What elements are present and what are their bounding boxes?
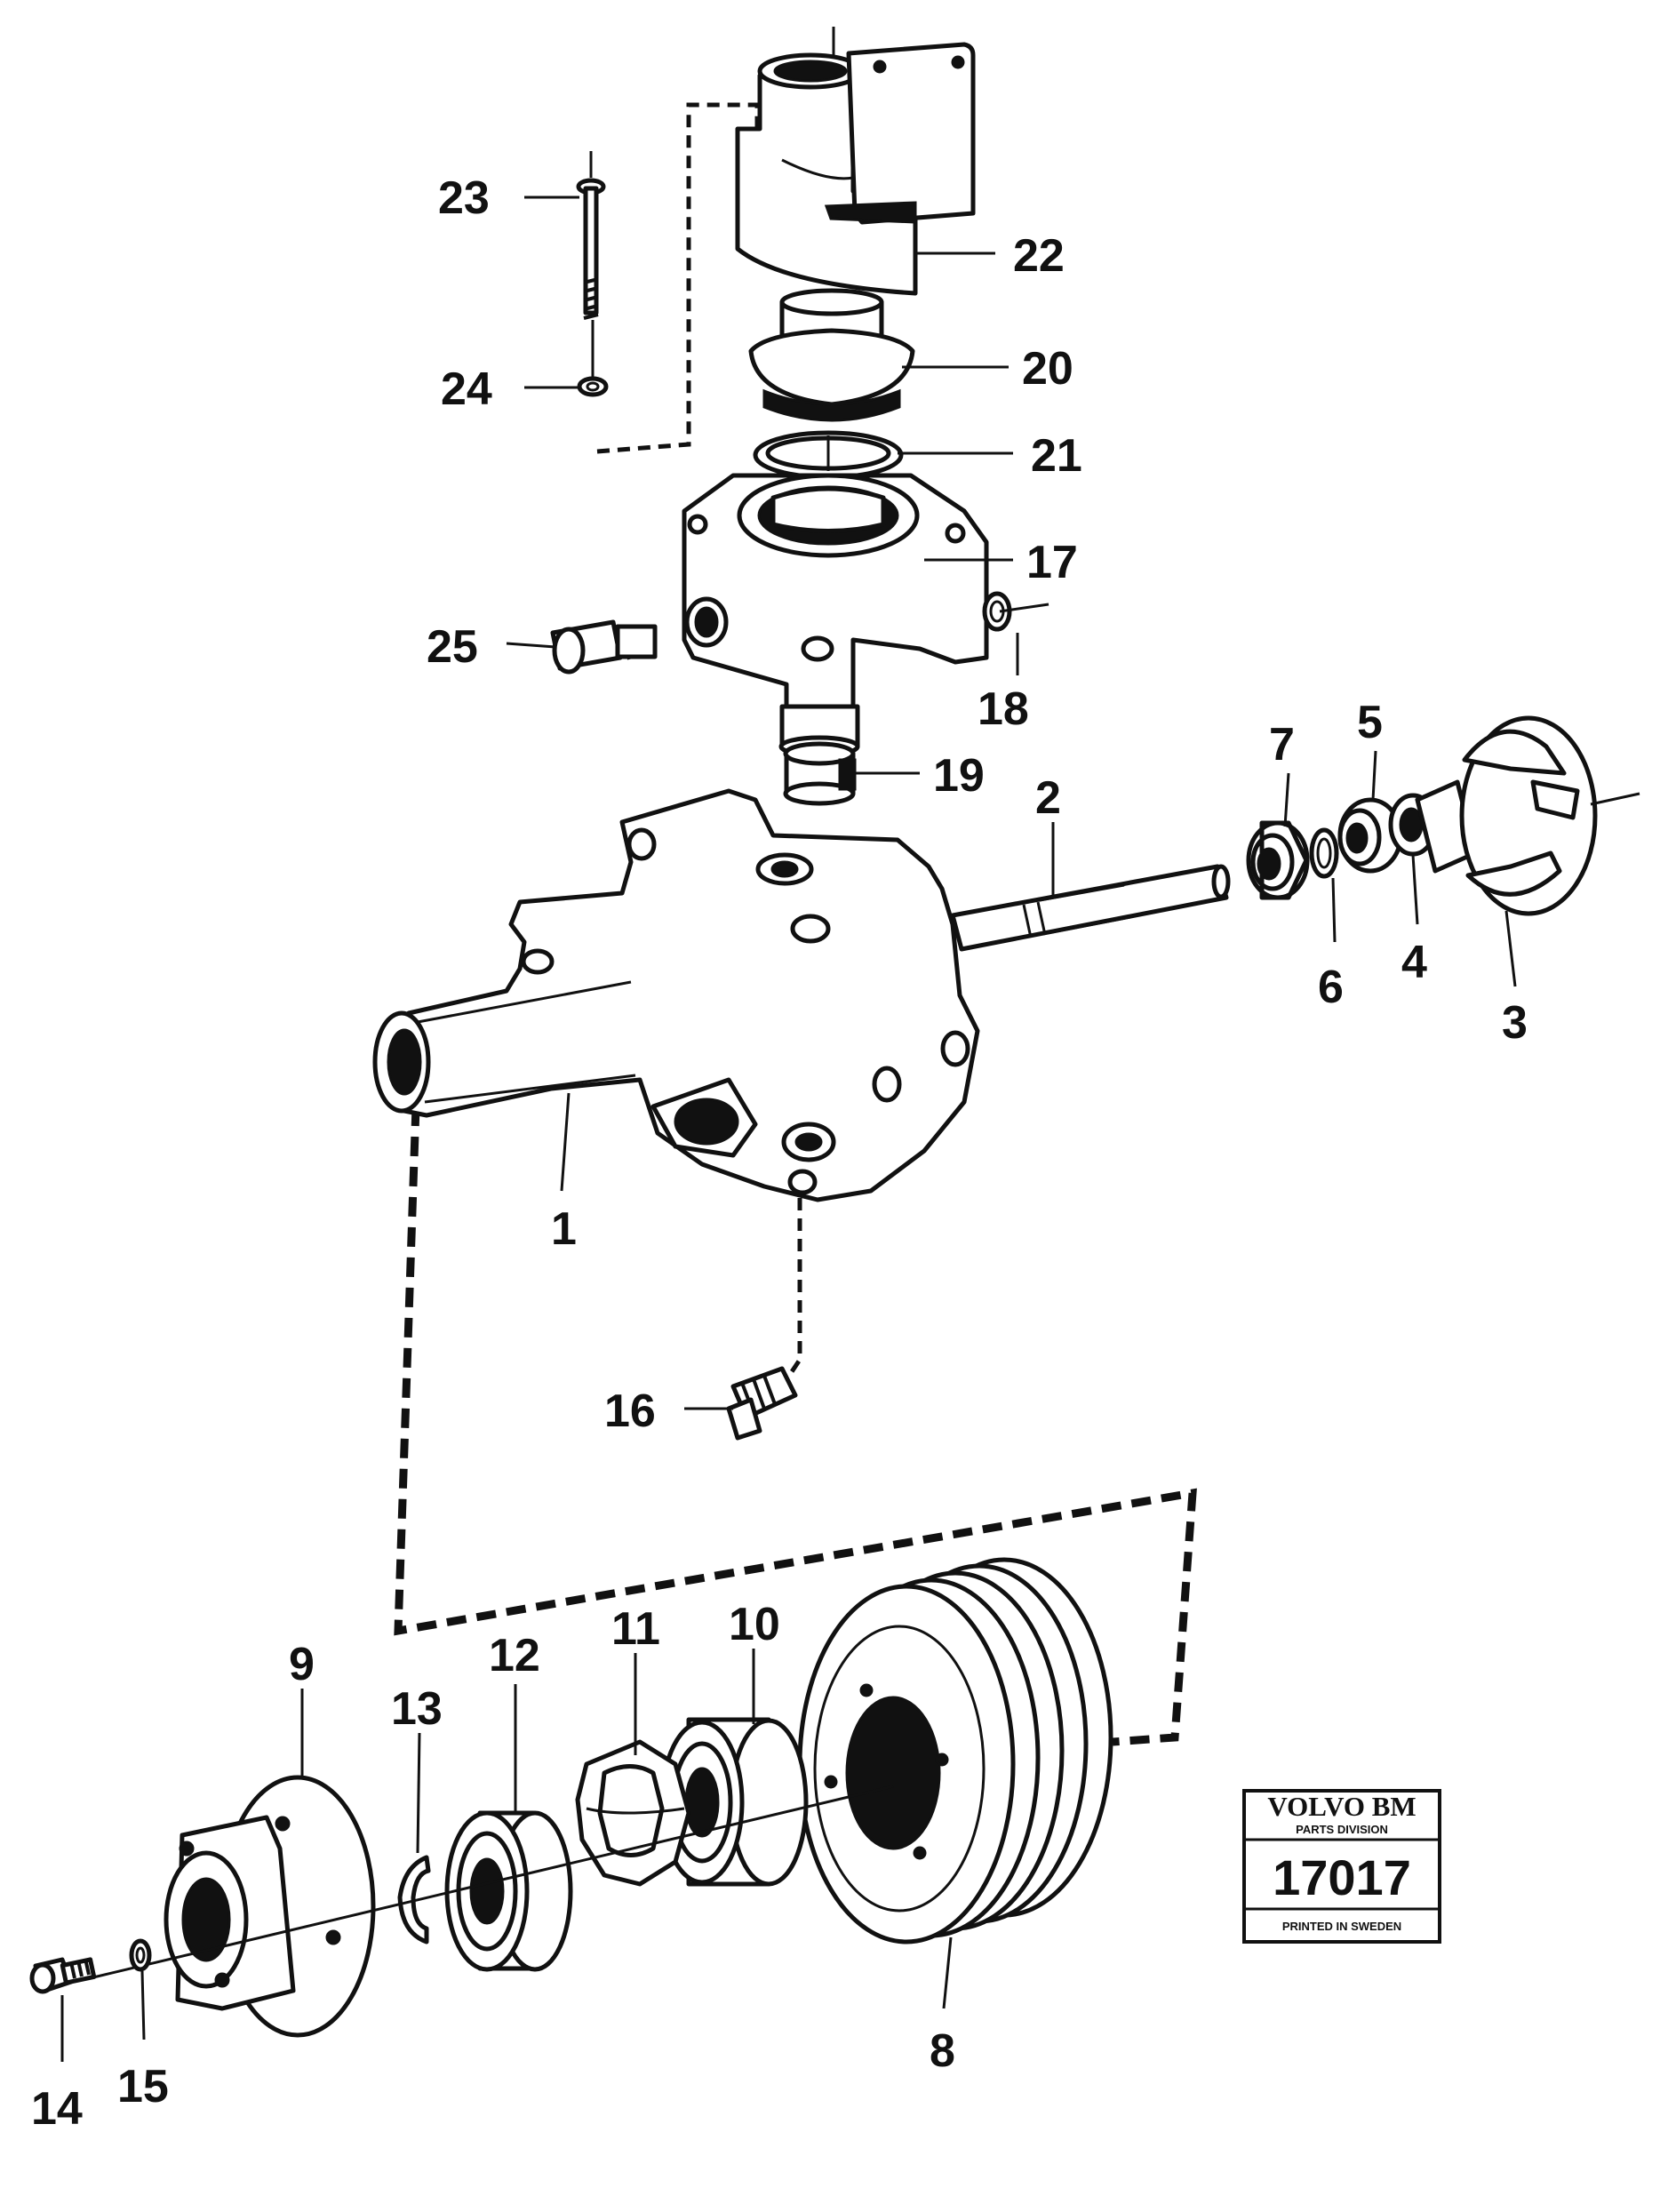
part-22-thermostat-cover <box>735 27 976 296</box>
stamp-footer: PRINTED IN SWEDEN <box>1282 1920 1401 1933</box>
callout-12: 12 <box>489 1630 540 1681</box>
dashed-connector-16-to-housing <box>762 1178 802 1393</box>
part-3-impeller <box>1415 715 1640 916</box>
callout-21: 21 <box>1031 430 1082 482</box>
part-11-spacer <box>575 1739 691 1887</box>
callout-4: 4 <box>1401 937 1427 988</box>
callout-17: 17 <box>1026 537 1078 588</box>
callout-14: 14 <box>31 2083 83 2135</box>
part-17-thermostat-housing <box>682 473 989 758</box>
part-20-thermostat <box>748 288 915 422</box>
callout-1: 1 <box>551 1203 577 1255</box>
callout-3: 3 <box>1502 997 1528 1049</box>
part-14-bolt <box>29 1957 97 1994</box>
part-13-circlip <box>397 1855 431 1944</box>
callout-13: 13 <box>391 1683 443 1735</box>
part-15-washer <box>129 1938 152 1972</box>
callout-22: 22 <box>1013 230 1065 282</box>
callout-7: 7 <box>1269 719 1295 771</box>
stamp-division: PARTS DIVISION <box>1296 1823 1388 1836</box>
pulley-assembly-axis <box>92 1785 894 1979</box>
part-6-ring <box>1309 827 1339 879</box>
callout-15: 15 <box>117 2061 169 2112</box>
part-23-bolt <box>576 151 606 320</box>
part-2-shaft <box>950 864 1231 952</box>
callout-19: 19 <box>933 750 985 802</box>
callout-6: 6 <box>1318 962 1344 1013</box>
part-5-seal <box>1337 797 1403 874</box>
part-9-hub <box>164 1775 376 2038</box>
stamp-brand: VOLVO BM <box>1267 1791 1416 1822</box>
part-16-plug <box>726 1366 798 1441</box>
leader-lines <box>60 196 1517 2062</box>
callout-10: 10 <box>729 1599 780 1650</box>
callout-24: 24 <box>441 363 492 415</box>
volvo-bm-parts-stamp: VOLVO BM PARTS DIVISION 17017 PRINTED IN… <box>1242 1789 1441 1944</box>
part-18-small-ring <box>982 591 1012 632</box>
part-7-bearing <box>1246 820 1310 900</box>
callout-23: 23 <box>438 172 490 224</box>
callout-9: 9 <box>289 1639 315 1690</box>
part-8-pulley <box>797 1557 1113 1944</box>
callout-25: 25 <box>427 621 478 673</box>
part-21-sealing-ring <box>753 430 904 480</box>
part-19-bushing <box>783 741 857 806</box>
dashed-connector-pulley-to-housing <box>394 1106 1197 1746</box>
callout-11: 11 <box>611 1603 660 1655</box>
callout-5: 5 <box>1357 697 1383 748</box>
callout-16: 16 <box>604 1385 656 1437</box>
part-25-plug <box>550 619 658 675</box>
callout-8: 8 <box>930 2025 955 2077</box>
stamp-number: 17017 <box>1273 1849 1411 1905</box>
callout-labels: 23 24 22 20 21 17 18 25 19 2 7 5 6 4 3 1… <box>31 172 1528 2135</box>
part-24-washer <box>577 320 609 397</box>
dashed-connector-23-to-housing <box>596 102 760 454</box>
part-1-pump-housing <box>372 788 980 1202</box>
part-12-bearing <box>444 1810 573 1972</box>
callout-20: 20 <box>1022 343 1073 395</box>
callout-2: 2 <box>1035 772 1061 824</box>
callout-18: 18 <box>978 683 1029 735</box>
